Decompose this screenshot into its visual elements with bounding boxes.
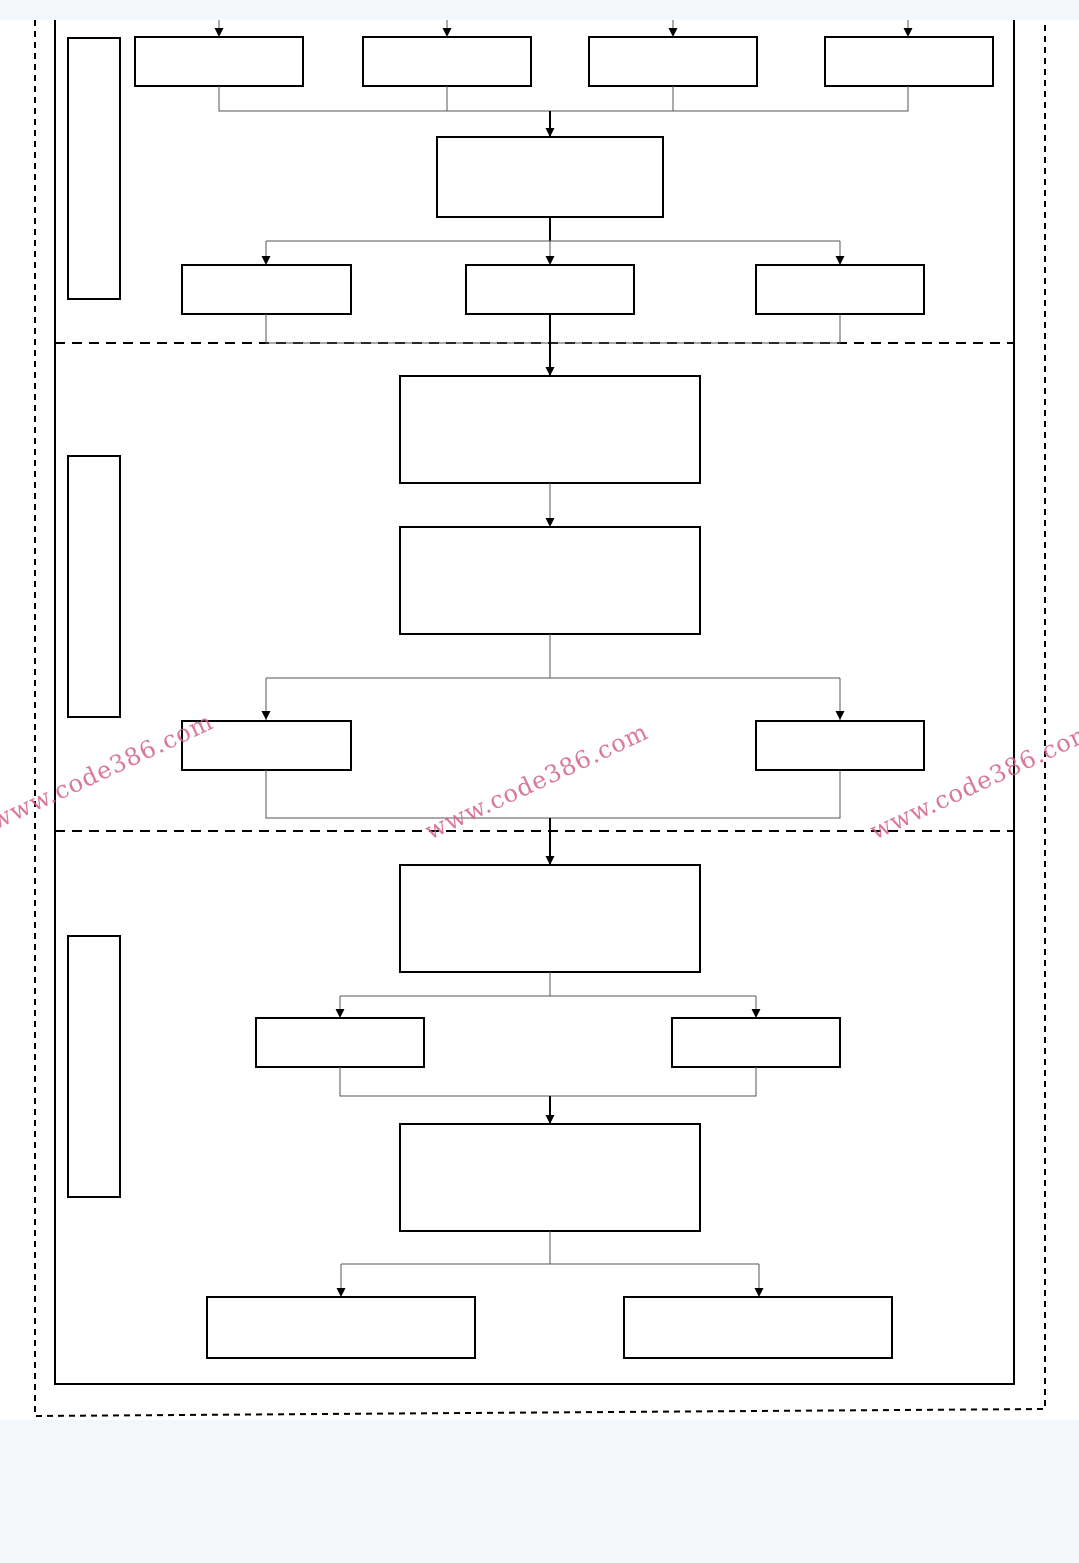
node-s1-out-2	[465, 264, 635, 315]
node-s3-out-left	[206, 1296, 476, 1359]
section-1	[67, 20, 994, 376]
node-s1-top-2	[362, 36, 532, 87]
node-s3-step-1	[399, 864, 701, 973]
s3-merge-connector	[339, 1067, 757, 1097]
node-s2-step-2	[399, 526, 701, 635]
section-3-label-box	[67, 935, 121, 1198]
s2-merge-connector	[265, 770, 841, 819]
section-1-label-box	[67, 37, 121, 300]
node-s3-out-right	[623, 1296, 893, 1359]
node-s2-branch-left	[181, 720, 352, 771]
node-s1-top-4	[824, 36, 994, 87]
node-s1-out-3	[755, 264, 925, 315]
node-s2-branch-right	[755, 720, 925, 771]
outer-dashed-frame	[34, 20, 1046, 1418]
node-s1-center	[436, 136, 664, 218]
node-s3-branch-right	[671, 1017, 841, 1068]
section-2	[67, 375, 925, 865]
node-s2-step-1	[399, 375, 701, 484]
section-3	[67, 864, 893, 1359]
merge-connector	[218, 86, 909, 112]
node-s3-step-2	[399, 1123, 701, 1232]
section-2-label-box	[67, 455, 121, 718]
inner-solid-frame	[54, 20, 1015, 1385]
node-s3-branch-left	[255, 1017, 425, 1068]
section-1-exit-connector	[265, 314, 841, 344]
node-s1-top-3	[588, 36, 758, 87]
node-s1-out-1	[181, 264, 352, 315]
node-s1-top-1	[134, 36, 304, 87]
